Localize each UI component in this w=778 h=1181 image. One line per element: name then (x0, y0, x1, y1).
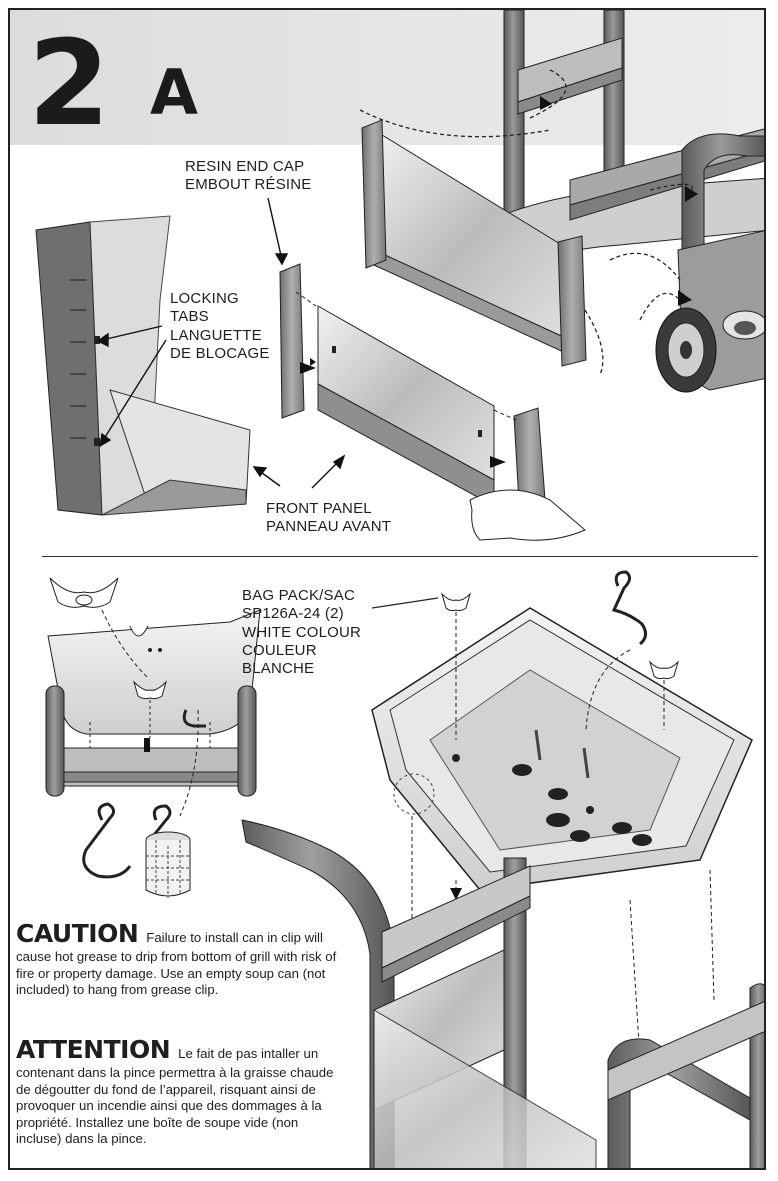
attention-heading: ATTENTION (16, 1035, 171, 1064)
wheel-icon (655, 307, 717, 393)
header-band (10, 10, 764, 145)
callout-arrows (96, 197, 346, 489)
front-panel-en: FRONT PANEL (266, 500, 372, 517)
caution-heading: CAUTION (16, 919, 139, 948)
insert-arrow-icon (490, 456, 506, 468)
section-divider (42, 556, 758, 557)
hand-icon (469, 489, 586, 541)
step-number: 2 (28, 14, 110, 152)
attention-text: Le fait de pas intaller un contenant dan… (16, 1046, 334, 1147)
end-cap-closeup (35, 215, 251, 516)
bag-pack-line-1: BAG PACK/SAC (242, 587, 355, 604)
locking-tabs-en-2: TABS (170, 308, 209, 326)
bag-pack-label: BAG PACK/SAC SP126A-24 (2) WHITE COLOUR … (242, 587, 361, 678)
wing-nut-icon (132, 680, 168, 700)
front-panel-assembly-illustration (35, 10, 764, 541)
resin-end-cap-fr: EMBOUT RÉSINE (185, 176, 312, 194)
cart-frame-top (359, 10, 764, 393)
wing-nut-icon (440, 592, 472, 612)
exploded-front-panel (279, 263, 586, 541)
locking-tabs-fr-1: LANGUETTE (170, 326, 262, 344)
caution-text: Failure to install can in clip will caus… (16, 930, 337, 998)
resin-end-cap-en: RESIN END CAP (185, 158, 305, 175)
bag-pack-line-4: COULEUR (242, 641, 317, 659)
grease-tray-main (241, 570, 764, 1168)
bag-pack-line-5: BLANCHE (242, 660, 315, 678)
front-panel-label: FRONT PANEL PANNEAU AVANT (266, 500, 391, 537)
resin-end-cap-label: RESIN END CAP EMBOUT RÉSINE (185, 158, 312, 195)
resin-end-cap-left (279, 263, 305, 419)
wing-nut-icon (648, 660, 680, 680)
locking-tabs-fr-2: DE BLOCAGE (170, 344, 270, 362)
bag-pack-leader-line (371, 597, 439, 609)
grease-clip-icon (611, 570, 647, 646)
step-letter: A (150, 56, 198, 129)
wing-nut-icon (49, 577, 119, 608)
locking-tabs-en-1: LOCKING (170, 290, 239, 307)
grease-clip-icon (82, 802, 172, 879)
front-panel-fr: PANNEAU AVANT (266, 518, 392, 536)
soup-can-icon (145, 831, 191, 898)
insert-arrow-icon (300, 362, 316, 374)
bag-pack-line-3: WHITE COLOUR (242, 623, 362, 641)
bag-pack-line-2: SP126A-24 (2) (242, 605, 344, 623)
grease-tray-illustration (45, 570, 764, 1168)
tray-detail-small (45, 577, 261, 898)
locking-tabs-label: LOCKING TABS LANGUETTE DE BLOCAGE (170, 290, 270, 363)
assembled-front-panel (361, 119, 587, 367)
instruction-page: 2 A (8, 8, 766, 1170)
